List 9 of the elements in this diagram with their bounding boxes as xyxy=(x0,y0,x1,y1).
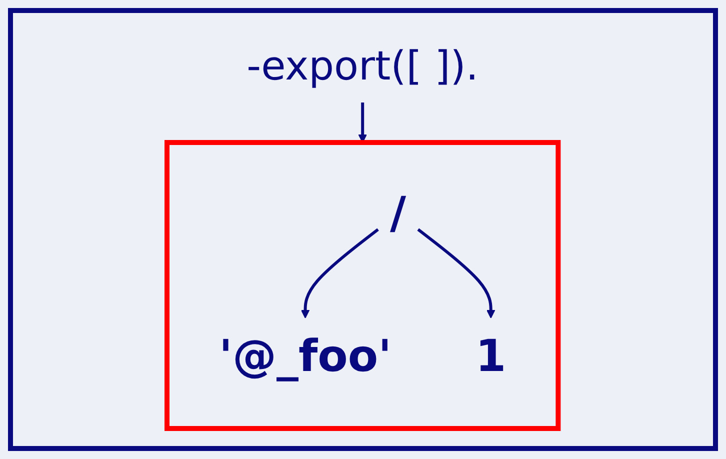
node-text: 1 xyxy=(476,331,507,382)
node-text: / xyxy=(390,188,407,239)
arrow xyxy=(358,102,368,143)
node-text: -export([ ]). xyxy=(247,44,479,90)
slide-frame: / '@_foo' 1 -export([ ]). xyxy=(8,8,718,451)
arrow xyxy=(301,228,380,318)
cluster xyxy=(164,140,562,431)
arrow xyxy=(418,228,496,318)
node-text: '@_foo' xyxy=(219,331,392,382)
